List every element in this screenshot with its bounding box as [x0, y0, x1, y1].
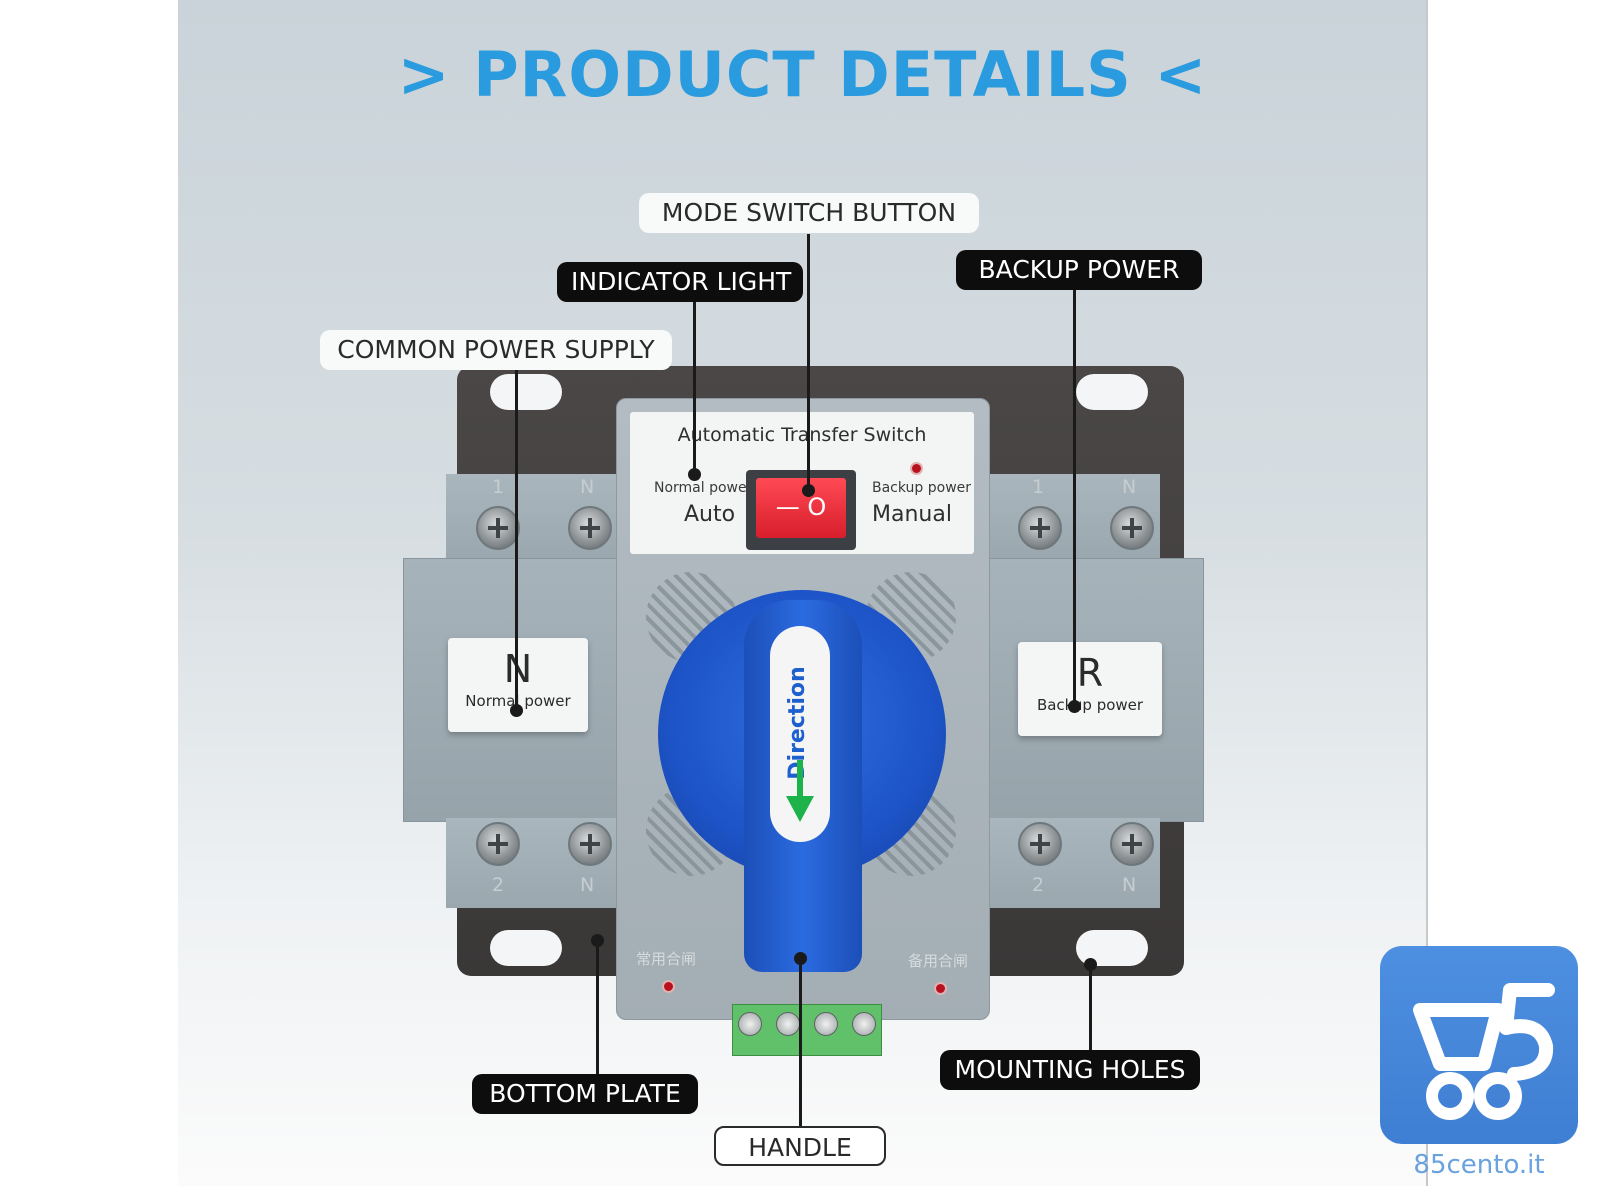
- terminal-block-screw: [852, 1012, 876, 1036]
- normal-power-small-label: Normal power: [654, 480, 753, 496]
- terminal-block-screw: [814, 1012, 838, 1036]
- dot-mounting-holes: [1084, 958, 1097, 971]
- dot-mode-switch: [802, 484, 815, 497]
- terminal-number: 2: [492, 874, 505, 896]
- leader-indicator-light: [693, 300, 696, 474]
- callout-common-power-supply: COMMON POWER SUPPLY: [320, 330, 672, 370]
- terminal-block-screw: [776, 1012, 800, 1036]
- terminal-screw: [1110, 822, 1154, 866]
- status-light-right: [934, 982, 947, 995]
- callout-backup-power: BACKUP POWER: [956, 250, 1202, 290]
- cart-logo-svg: [1413, 983, 1555, 1120]
- direction-arrow-head-icon: [786, 796, 814, 822]
- page-title: > PRODUCT DETAILS <: [397, 38, 1208, 111]
- backup-power-small-label: Backup power: [872, 480, 972, 496]
- terminal-number: 1: [1032, 476, 1045, 498]
- leader-mode-switch: [807, 234, 810, 492]
- watermark-text: 85cento.it: [1413, 1150, 1545, 1180]
- dot-indicator-light: [688, 468, 701, 481]
- terminal-number: N: [1122, 476, 1137, 498]
- mode-switch-button: — O: [756, 478, 846, 538]
- dot-common-power: [510, 704, 523, 717]
- leader-mounting-holes: [1089, 966, 1092, 1056]
- leader-backup-power: [1073, 290, 1076, 708]
- normal-power-label-card: N Normal power: [448, 638, 588, 732]
- terminal-number: N: [580, 874, 595, 896]
- leader-handle: [799, 958, 802, 1126]
- terminal-number: 1: [492, 476, 505, 498]
- normal-power-text: Normal power: [465, 692, 571, 710]
- normal-power-letter: N: [503, 647, 533, 691]
- terminal-screw: [1018, 822, 1062, 866]
- top-panel-title: Automatic Transfer Switch: [677, 424, 927, 446]
- terminal-number: 2: [1032, 874, 1045, 896]
- dot-bottom-plate: [591, 934, 604, 947]
- terminal-number: N: [580, 476, 595, 498]
- mounting-hole-top-left: [490, 374, 562, 410]
- leader-common-power: [515, 368, 518, 708]
- backup-power-label-card: R Backup power: [1018, 642, 1162, 736]
- terminal-screw: [476, 822, 520, 866]
- auto-label: Auto: [684, 502, 736, 527]
- terminal-block-screw: [738, 1012, 762, 1036]
- shopping-cart-5-icon: [1380, 946, 1578, 1144]
- terminal-screw: [476, 506, 520, 550]
- dot-handle: [794, 952, 807, 965]
- manual-label: Manual: [872, 502, 952, 527]
- callout-handle: HANDLE: [714, 1126, 886, 1166]
- status-light-left: [662, 980, 675, 993]
- indicator-light: [910, 462, 923, 475]
- backup-power-letter: R: [1076, 651, 1104, 695]
- terminal-screw: [1110, 506, 1154, 550]
- cn-label-left: 常用合闸: [636, 950, 697, 968]
- callout-mode-switch-button: MODE SWITCH BUTTON: [639, 193, 979, 233]
- callout-bottom-plate: BOTTOM PLATE: [472, 1074, 698, 1114]
- leader-bottom-plate: [596, 942, 599, 1082]
- terminal-screw: [1018, 506, 1062, 550]
- panel-edge: [1426, 0, 1428, 1186]
- dot-backup-power: [1068, 700, 1081, 713]
- backup-power-text: Backup power: [1036, 696, 1144, 714]
- cn-label-right: 备用合闸: [908, 952, 969, 970]
- terminal-number: N: [1122, 874, 1137, 896]
- mounting-hole-bottom-left: [490, 930, 562, 966]
- terminal-screw: [568, 822, 612, 866]
- terminal-screw: [568, 506, 612, 550]
- mounting-hole-top-right: [1076, 374, 1148, 410]
- callout-mounting-holes: MOUNTING HOLES: [940, 1050, 1200, 1090]
- callout-indicator-light: INDICATOR LIGHT: [557, 262, 803, 302]
- direction-arrow-icon: [797, 760, 803, 800]
